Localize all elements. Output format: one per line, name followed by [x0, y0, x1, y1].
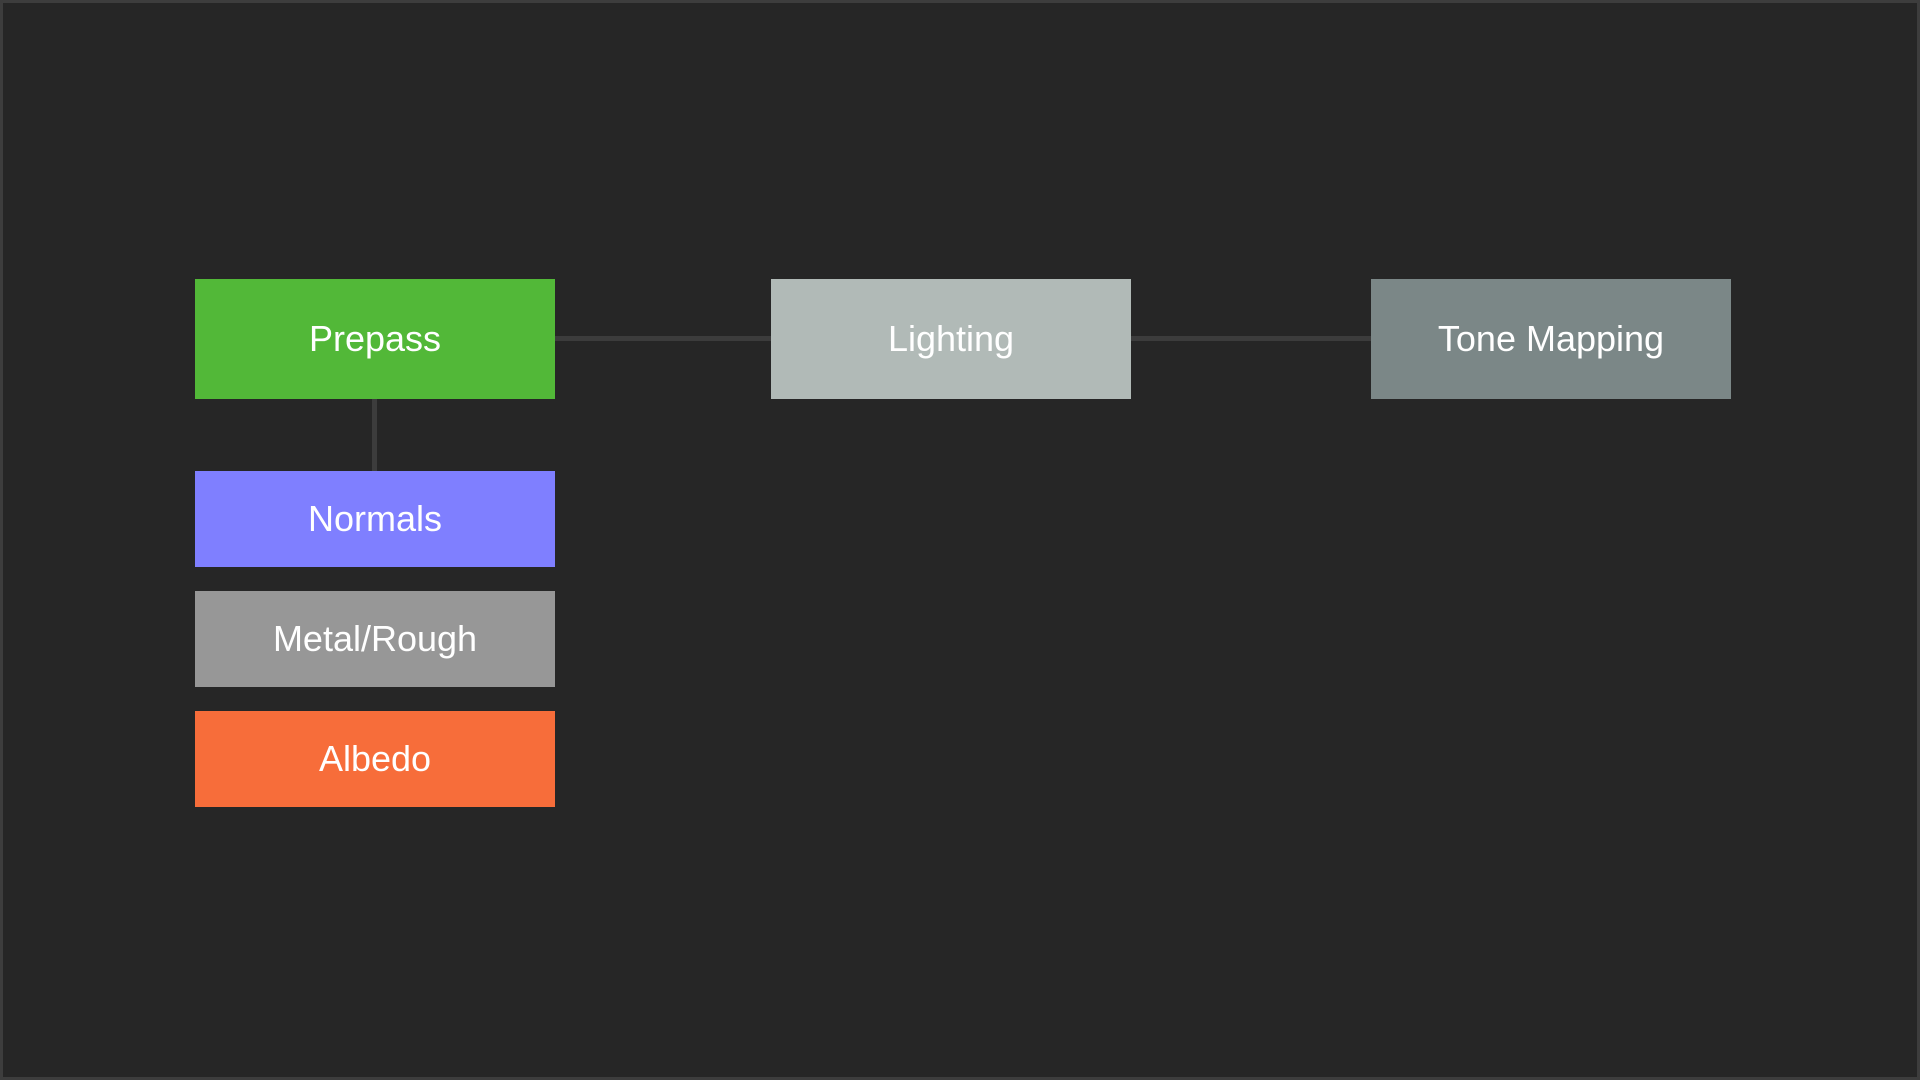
node-albedo[interactable]: Albedo [195, 711, 555, 807]
node-lighting[interactable]: Lighting [771, 279, 1131, 399]
node-normals[interactable]: Normals [195, 471, 555, 567]
node-albedo-label: Albedo [318, 738, 432, 779]
node-prepass-label: Prepass [308, 318, 442, 359]
node-prepass[interactable]: Prepass [195, 279, 555, 399]
node-metal-rough-label: Metal/Rough [272, 618, 478, 659]
node-metal-rough[interactable]: Metal/Rough [195, 591, 555, 687]
edge-prepass-to-lighting [555, 336, 771, 341]
node-lighting-label: Lighting [887, 318, 1015, 359]
node-tone-mapping-label: Tone Mapping [1437, 318, 1665, 359]
edge-lighting-to-tone-mapping [1131, 336, 1371, 341]
node-normals-label: Normals [307, 498, 442, 539]
node-tone-mapping[interactable]: Tone Mapping [1371, 279, 1731, 399]
edge-prepass-to-normals [372, 399, 377, 471]
